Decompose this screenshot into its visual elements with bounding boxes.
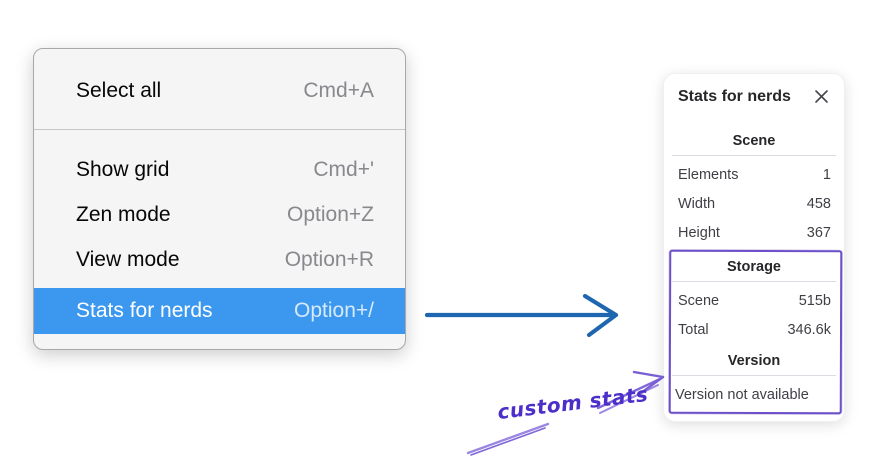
stats-panel-title: Stats for nerds — [678, 87, 791, 105]
stats-panel: Stats for nerds Scene Elements 1 Width 4… — [663, 73, 845, 422]
storage-section-header: Storage — [727, 259, 781, 275]
menu-item-view-mode[interactable]: View mode Option+R — [34, 237, 405, 282]
version-section-header: Version — [727, 353, 781, 369]
stat-label: Elements — [678, 166, 739, 183]
menu-item-label: Select all — [76, 78, 162, 102]
menu-item-shortcut: Option+/ — [294, 299, 374, 322]
divider — [672, 155, 836, 156]
close-icon — [815, 90, 828, 103]
divider — [672, 281, 836, 282]
stat-label: Scene — [678, 292, 720, 309]
stat-value: 1 — [822, 166, 831, 183]
stat-label: Total — [678, 321, 709, 338]
stat-row-total-storage: Total 346.6k — [664, 315, 844, 344]
menu-item-shortcut: Option+R — [284, 247, 374, 271]
menu-item-label: Zen mode — [76, 202, 171, 226]
menu-section-top: Select all Cmd+A — [34, 49, 405, 129]
menu-item-shortcut: Cmd+A — [303, 78, 374, 102]
menu-item-shortcut: Cmd+' — [313, 157, 374, 181]
blue-arrow — [424, 293, 619, 338]
stat-value: 367 — [806, 224, 831, 241]
divider — [672, 375, 836, 376]
stat-row-width: Width 458 — [664, 189, 844, 218]
stat-row-height: Height 367 — [664, 218, 844, 247]
stat-value: 346.6k — [787, 321, 831, 338]
close-button[interactable] — [812, 87, 831, 106]
menu-item-show-grid[interactable]: Show grid Cmd+' — [34, 147, 405, 192]
stat-value: 458 — [806, 195, 831, 212]
stat-label: Height — [678, 224, 720, 241]
stat-row-elements: Elements 1 — [664, 160, 844, 189]
menu-item-label: View mode — [76, 247, 180, 271]
menu-item-label: Show grid — [76, 157, 170, 181]
menu-item-stats-for-nerds[interactable]: Stats for nerds Option+/ — [34, 288, 405, 334]
menu-item-label: Stats for nerds — [76, 299, 213, 322]
stat-label: Width — [678, 195, 716, 212]
scene-section-header: Scene — [732, 133, 776, 149]
context-menu: Select all Cmd+A Show grid Cmd+' Zen mod… — [33, 48, 406, 350]
stats-panel-header: Stats for nerds — [664, 74, 844, 106]
version-note: Version not available — [675, 386, 809, 403]
menu-item-shortcut: Option+Z — [287, 202, 374, 226]
stat-row-scene-storage: Scene 515b — [664, 286, 844, 315]
menu-item-select-all[interactable]: Select all Cmd+A — [34, 68, 405, 113]
menu-item-zen-mode[interactable]: Zen mode Option+Z — [34, 192, 405, 237]
menu-divider — [34, 129, 405, 130]
stat-value: 515b — [798, 292, 831, 309]
annotation-arrow — [466, 370, 665, 456]
menu-section-bottom: Show grid Cmd+' Zen mode Option+Z View m… — [34, 130, 405, 349]
